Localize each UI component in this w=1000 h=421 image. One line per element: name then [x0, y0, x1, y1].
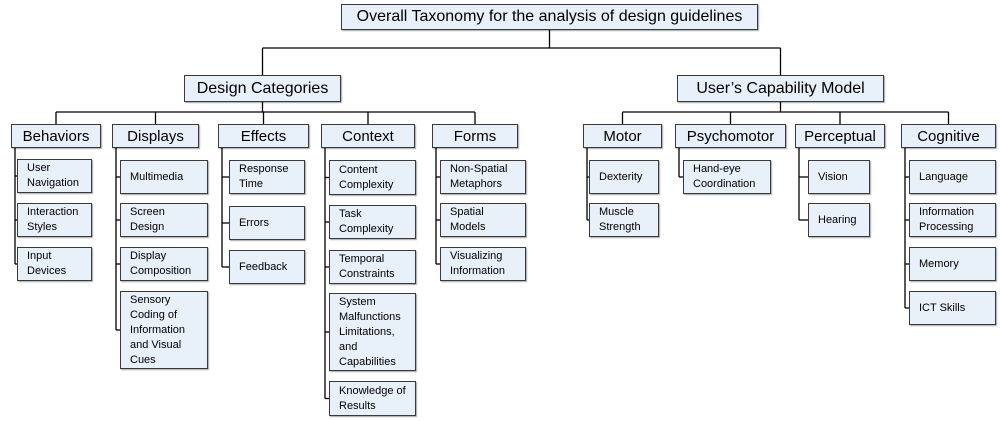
psychomotor-item-node: Hand-eye Coordination	[683, 160, 771, 194]
behaviors-item-node: Input Devices	[17, 247, 92, 281]
cognitive-node: Cognitive	[901, 124, 996, 148]
displays-item-node-label: Display Composition	[130, 250, 192, 277]
context-item-node: Knowledge of Results	[329, 381, 416, 416]
perceptual-item-node: Vision	[808, 160, 870, 194]
context-item-node-label: Temporal Constraints	[339, 253, 395, 280]
displays-item-node: Screen Design	[120, 203, 208, 237]
context-item-node: Task Complexity	[329, 205, 416, 239]
design-categories-node-label: Design Categories	[196, 79, 329, 97]
effects-item-node: Errors	[229, 206, 305, 240]
root-node-label: Overall Taxonomy for the analysis of des…	[356, 8, 743, 25]
behaviors-item-node-label: Interaction Styles	[27, 206, 79, 233]
forms-item-node: Spatial Models	[440, 203, 526, 237]
effects-node-label: Effects	[240, 127, 287, 145]
root-node: Overall Taxonomy for the analysis of des…	[341, 4, 758, 30]
perceptual-item-node: Hearing	[808, 203, 870, 237]
motor-item-node: Dexterity	[589, 160, 659, 194]
effects-item-node: Response Time	[229, 160, 305, 194]
context-item-node-label: Content Complexity	[339, 163, 394, 191]
cognitive-item-node: Language	[909, 160, 996, 194]
behaviors-item-node: Interaction Styles	[17, 203, 92, 237]
cognitive-item-node-label: Memory	[919, 257, 959, 270]
displays-node-label: Displays	[127, 127, 184, 145]
context-item-node-label: System Malfunctions Limitations, and Cap…	[339, 295, 401, 368]
forms-item-node: Non-Spatial Metaphors	[440, 160, 526, 194]
cognitive-item-node: Memory	[909, 247, 996, 281]
behaviors-node: Behaviors	[11, 124, 101, 148]
displays-item-node-label: Sensory Coding of Information and Visual…	[130, 293, 186, 366]
behaviors-item-node-label: Input Devices	[27, 250, 67, 277]
motor-item-node-label: Dexterity	[599, 170, 643, 183]
effects-item-node-label: Feedback	[239, 260, 288, 273]
context-item-node-label: Knowledge of Results	[339, 384, 406, 412]
cognitive-node-label: Cognitive	[917, 127, 980, 145]
behaviors-node-label: Behaviors	[22, 127, 90, 145]
forms-item-node-label: Visualizing Information	[450, 250, 506, 277]
cognitive-item-node-label: Language	[919, 170, 968, 183]
effects-item-node-label: Response Time	[239, 163, 289, 190]
displays-item-node: Display Composition	[120, 247, 208, 281]
perceptual-item-node-label: Vision	[818, 170, 848, 183]
context-node-label: Context	[342, 127, 394, 145]
cognitive-item-node: ICT Skills	[909, 291, 996, 325]
forms-item-node-label: Non-Spatial Metaphors	[450, 163, 508, 190]
perceptual-node-label: Perceptual	[804, 127, 876, 145]
behaviors-item-node-label: User Navigation	[27, 162, 79, 189]
design-categories-node: Design Categories	[184, 75, 341, 102]
motor-node: Motor	[583, 124, 662, 148]
cognitive-item-node-label: Information Processing	[919, 206, 975, 233]
context-node: Context	[321, 124, 415, 148]
cognitive-item-node: Information Processing	[909, 203, 996, 237]
displays-item-node-label: Screen Design	[130, 206, 165, 233]
effects-node: Effects	[218, 124, 309, 148]
displays-item-node: Sensory Coding of Information and Visual…	[120, 291, 208, 369]
motor-item-node: Muscle Strength	[589, 203, 659, 237]
behaviors-item-node: User Navigation	[17, 159, 92, 193]
psychomotor-item-node-label: Hand-eye Coordination	[693, 163, 756, 190]
displays-node: Displays	[112, 124, 199, 148]
perceptual-node: Perceptual	[795, 124, 885, 148]
forms-node: Forms	[432, 124, 518, 148]
motor-item-node-label: Muscle Strength	[599, 206, 641, 233]
displays-item-node: Multimedia	[120, 160, 208, 194]
forms-item-node-label: Spatial Models	[450, 206, 486, 233]
displays-item-node-label: Multimedia	[130, 170, 184, 183]
context-item-node: System Malfunctions Limitations, and Cap…	[329, 293, 416, 371]
effects-item-node-label: Errors	[239, 216, 269, 229]
forms-node-label: Forms	[453, 127, 497, 145]
forms-item-node: Visualizing Information	[440, 247, 526, 281]
context-item-node-label: Task Complexity	[339, 208, 394, 235]
cognitive-item-node-label: ICT Skills	[919, 301, 966, 314]
context-item-node: Content Complexity	[329, 160, 416, 195]
users-capability-model-node-label: User’s Capability Model	[696, 79, 865, 97]
context-item-node: Temporal Constraints	[329, 250, 416, 284]
psychomotor-node-label: Psychomotor	[686, 127, 775, 145]
effects-item-node: Feedback	[229, 250, 305, 284]
users-capability-model-node: User’s Capability Model	[677, 75, 884, 102]
motor-node-label: Motor	[603, 127, 642, 145]
psychomotor-node: Psychomotor	[675, 124, 786, 148]
perceptual-item-node-label: Hearing	[818, 213, 857, 226]
